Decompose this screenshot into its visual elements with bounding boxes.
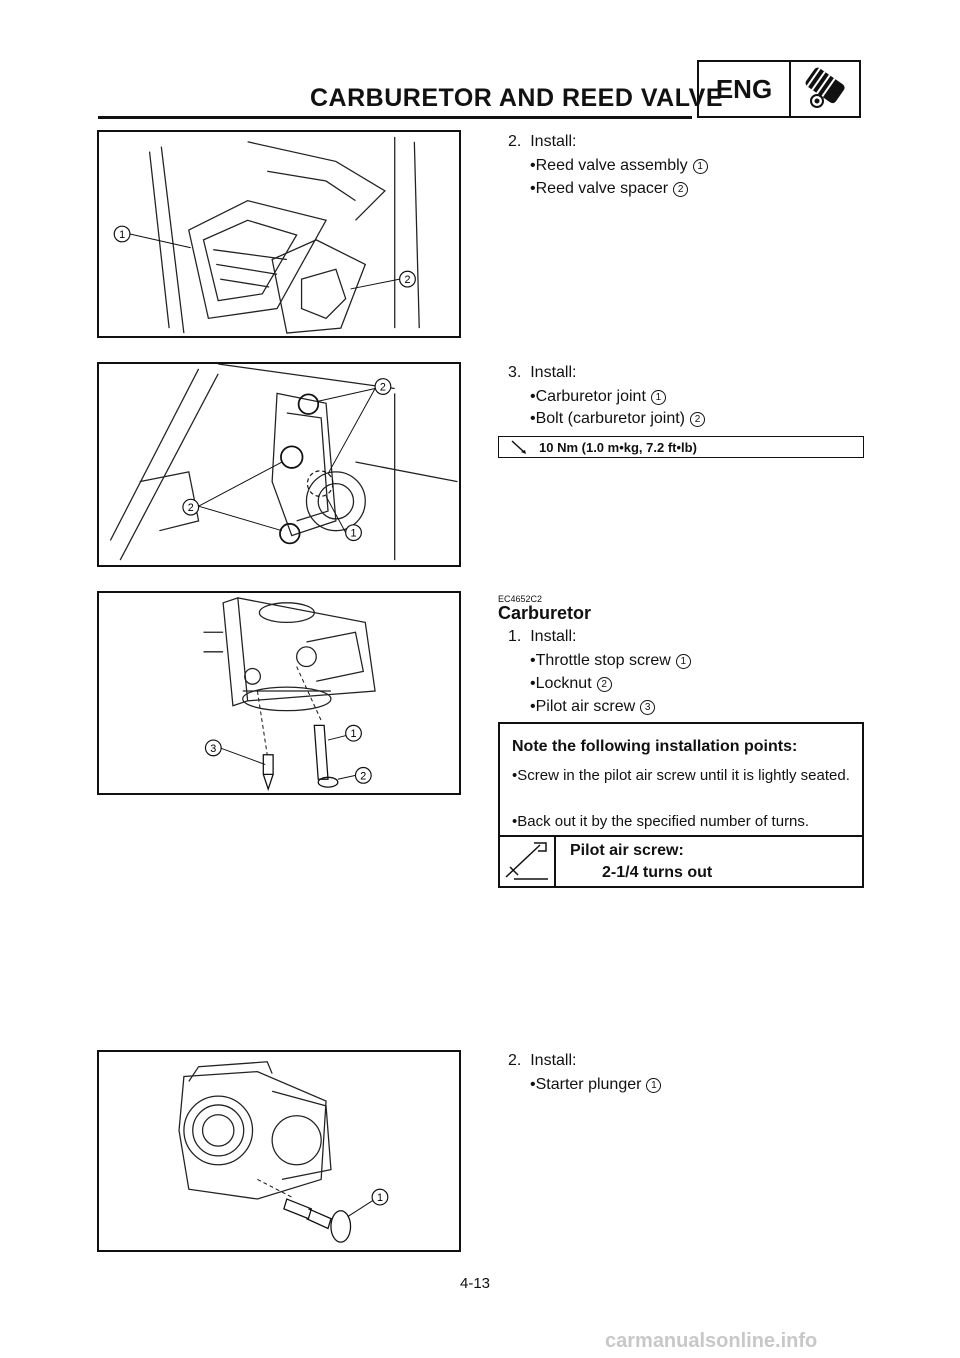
callout-2: 2 <box>354 766 372 784</box>
step-a-header: 2. Install: <box>508 133 577 150</box>
callout-2: 2 <box>182 498 200 516</box>
note-item: •Screw in the pilot air screw until it i… <box>512 767 850 784</box>
note-title: Note the following installation points: <box>512 738 798 755</box>
figure-reed-valve: 1 2 <box>97 130 461 338</box>
step-b-header: 3. Install: <box>508 364 577 381</box>
callout-label: 2 <box>360 770 366 782</box>
header-rule <box>98 116 692 119</box>
callout-label: 1 <box>351 528 357 540</box>
callout-label: 2 <box>380 381 386 393</box>
callout-1: 1 <box>113 225 131 243</box>
page-title: CARBURETOR AND REED VALVE <box>310 84 723 112</box>
torque-wrench-icon <box>499 439 539 455</box>
figure-carburetor-joint: 2 2 1 <box>97 362 461 567</box>
callout-label: 1 <box>351 728 357 740</box>
watermark: carmanualsonline.info <box>605 1330 818 1352</box>
carb-step-2-header: 2. Install: <box>508 1052 577 1069</box>
section-title: Carburetor <box>498 603 592 623</box>
carb-step-1-header: 1. Install: <box>508 628 577 645</box>
note-box: Note the following installation points: … <box>498 722 864 888</box>
callout-1: 1 <box>345 524 362 542</box>
spec-label: Pilot air screw: <box>570 842 684 859</box>
note-item: •Back out it by the specified number of … <box>512 813 810 830</box>
torque-value: 10 Nm (1.0 m•kg, 7.2 ft•lb) <box>539 439 697 455</box>
engine-icon <box>791 62 859 116</box>
torque-spec: 10 Nm (1.0 m•kg, 7.2 ft•lb) <box>498 436 864 458</box>
spec-value: 2-1/4 turns out <box>602 864 713 881</box>
caliper-icon <box>500 837 556 886</box>
callout-3: 3 <box>204 739 222 757</box>
callout-label: 3 <box>210 743 216 755</box>
callout-label: 1 <box>119 229 125 241</box>
section-code: EC4652C2 <box>498 594 543 604</box>
callout-2: 2 <box>399 270 416 288</box>
callout-label: 2 <box>188 502 194 514</box>
step-b-item: •Bolt (carburetor joint)2 <box>530 410 705 428</box>
callout-1: 1 <box>371 1188 389 1206</box>
page-number: 4-13 <box>460 1275 491 1292</box>
figure-starter-plunger: 1 <box>97 1050 461 1252</box>
figure-carburetor-screws: 1 3 2 <box>97 591 461 795</box>
note-separator <box>500 835 862 837</box>
section-badge: ENG <box>697 60 861 118</box>
callout-label: 2 <box>404 274 410 286</box>
callout-label: 1 <box>377 1192 383 1204</box>
section-badge-label: ENG <box>699 62 791 116</box>
callout-2: 2 <box>374 378 392 395</box>
callout-1: 1 <box>345 724 362 742</box>
